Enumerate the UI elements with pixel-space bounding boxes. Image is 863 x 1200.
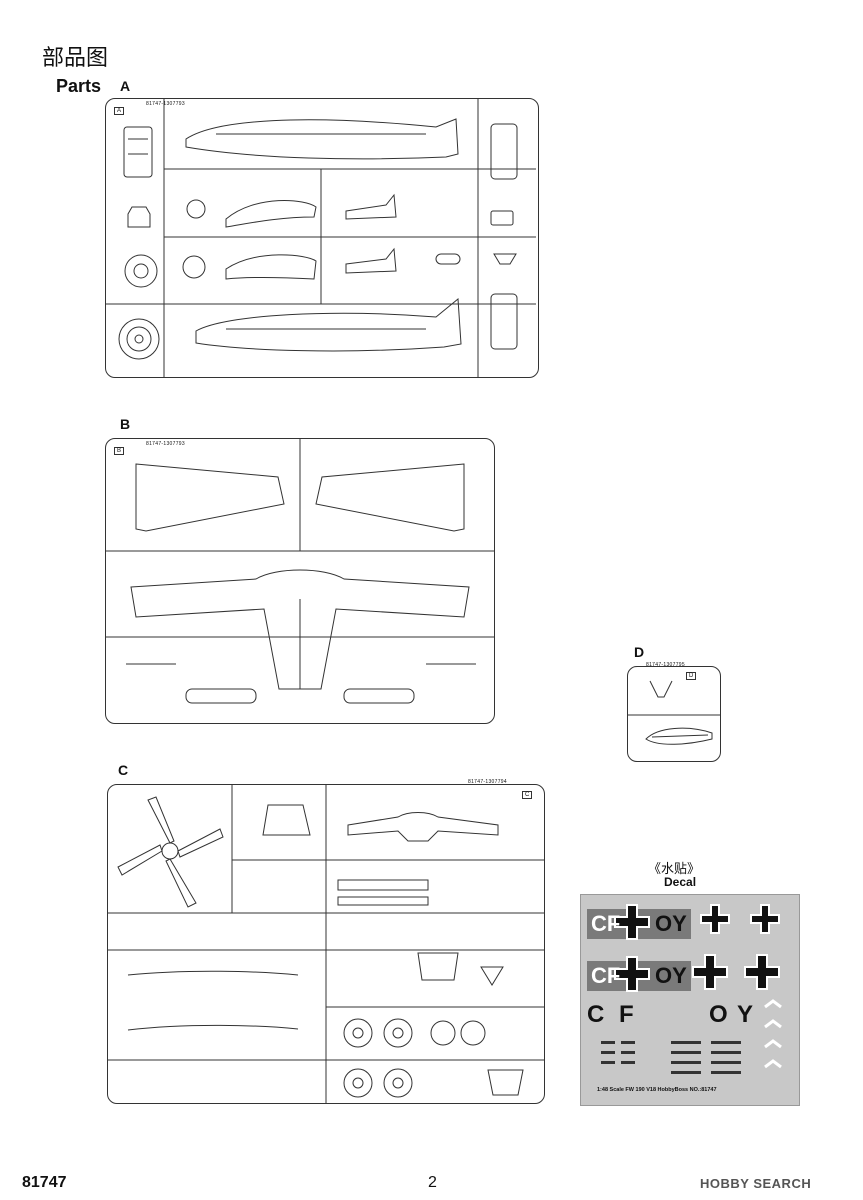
decal-title-cn: 《水贴》 xyxy=(648,862,701,877)
decal-footer: 1:48 Scale FW 190 V18 HobbyBoss NO.:8174… xyxy=(597,1087,717,1093)
hobby-search-logo: HOBBY SEARCH xyxy=(700,1176,812,1191)
sprue-b-code: 81747-1307793 xyxy=(146,441,185,447)
decal-graphics xyxy=(587,904,782,1074)
sprue-d-frame: D 81747-1307795 xyxy=(627,662,721,762)
footer-page-number: 2 xyxy=(428,1174,437,1191)
decal-oy-top: OY xyxy=(655,911,687,936)
sprue-c-drawing xyxy=(108,785,544,1103)
decal-c-big: C xyxy=(587,1001,605,1028)
sprue-a-tag: A xyxy=(114,107,125,115)
sprue-b-letter: B xyxy=(120,416,131,432)
sprue-c-tag: C xyxy=(522,791,533,799)
sprue-b-drawing xyxy=(106,439,494,704)
sprue-d-letter: D xyxy=(634,644,645,660)
sprue-b-frame: B 81747-1307793 xyxy=(105,438,495,724)
page-title-cn: 部品图 xyxy=(42,46,109,71)
sprue-d-tag: D xyxy=(686,672,697,680)
sprue-c-letter: C xyxy=(118,762,129,778)
decal-title-en: Decal xyxy=(664,875,697,889)
decal-cf-mid: CF xyxy=(591,963,621,988)
page-title-en: Parts xyxy=(56,76,102,96)
sprue-d-drawing xyxy=(628,680,720,745)
sprue-c-code: 81747-1307794 xyxy=(468,779,507,785)
sprue-b-tag: B xyxy=(114,447,125,455)
sprue-d-code: 81747-1307795 xyxy=(646,662,685,668)
footer-kit-code: 81747 xyxy=(22,1174,67,1191)
decal-oy-mid: OY xyxy=(655,963,687,988)
sprue-a-drawing xyxy=(106,99,536,377)
decal-cf-top: CF xyxy=(591,911,621,936)
decal-f-big: F xyxy=(619,1001,634,1028)
sprue-a-frame: A 81747-1307793 xyxy=(105,98,539,378)
decal-o-big: O xyxy=(709,1001,728,1028)
sprue-c-frame: C 81747-1307794 xyxy=(107,779,545,1104)
sprue-a-code: 81747-1307793 xyxy=(146,101,185,107)
decal-y-big: Y xyxy=(737,1001,754,1028)
sprue-a-letter: A xyxy=(120,78,131,94)
decal-sheet: CF OY CF OY C F O Y 1:48 Scale FW 190 V1… xyxy=(580,894,800,1106)
